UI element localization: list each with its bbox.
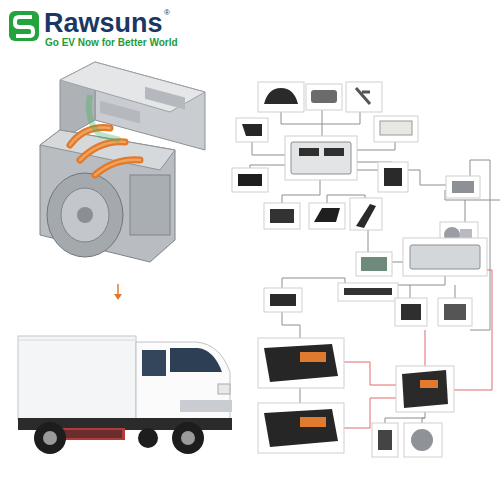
wiring bbox=[250, 108, 500, 425]
down-arrow bbox=[114, 284, 122, 300]
hv-wiring bbox=[340, 270, 492, 428]
logo-icon bbox=[9, 11, 39, 41]
tagline: Go EV Now for Better World bbox=[45, 38, 178, 48]
component-icons bbox=[232, 82, 487, 457]
registered-mark: ® bbox=[164, 9, 170, 17]
sweeper-truck bbox=[18, 336, 232, 454]
motor-illustration bbox=[40, 62, 205, 262]
brand-name: Rawsuns bbox=[44, 10, 163, 37]
